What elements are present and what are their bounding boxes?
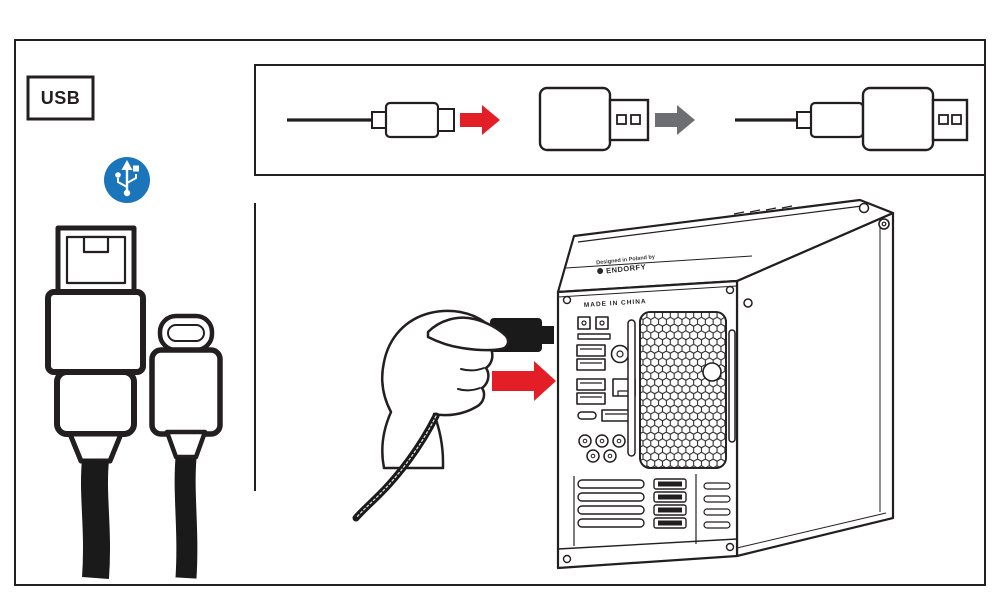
red-arrow-icon bbox=[492, 361, 556, 401]
top-sequence-panel bbox=[254, 64, 986, 176]
hand-inserting-usb-plug-icon bbox=[352, 309, 554, 522]
hex-vent bbox=[639, 311, 727, 469]
main-scene: Designed in Poland by ENDORFY MADE IN CH… bbox=[352, 198, 895, 570]
expansion-slots bbox=[557, 474, 738, 550]
pc-tower-rear-view-icon: Designed in Poland by ENDORFY MADE IN CH… bbox=[556, 198, 895, 570]
made-in-text: MADE IN CHINA bbox=[584, 298, 647, 309]
red-arrow-icon bbox=[460, 105, 500, 135]
brand-logo-icon bbox=[597, 267, 604, 274]
usb-c-connector-icon bbox=[149, 313, 223, 579]
gray-arrow-icon bbox=[655, 105, 695, 135]
outer-frame bbox=[14, 39, 986, 586]
video-ports bbox=[653, 478, 687, 529]
cable-slot-right bbox=[728, 329, 736, 443]
plug-connected-to-adapter-icon bbox=[735, 86, 969, 152]
usb-a-connector-icon bbox=[45, 225, 146, 579]
usb-a-adapter-icon bbox=[538, 86, 650, 152]
usb-plug-with-cable-icon bbox=[287, 101, 455, 139]
usb-trident-icon bbox=[104, 157, 150, 203]
cable-slot-left bbox=[627, 319, 636, 457]
usb-label: USB bbox=[41, 88, 81, 108]
brand-line2: ENDORFY bbox=[606, 262, 647, 275]
usb-label-box: USB bbox=[26, 75, 95, 121]
